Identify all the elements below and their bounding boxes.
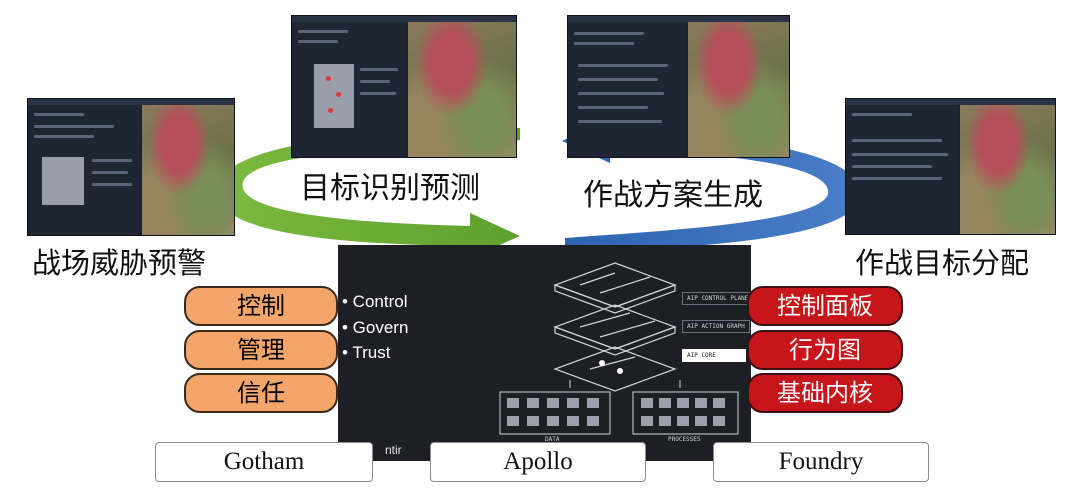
bullet-control: • Control (342, 292, 408, 311)
caption-target-recognition: 目标识别预测 (300, 171, 480, 206)
aip-stack-diagram (553, 262, 677, 392)
pill-manage: 管理 (184, 330, 338, 370)
caption-plan-generation: 作战方案生成 (583, 178, 763, 213)
label-data: DATA (545, 436, 560, 443)
label-action-graph: AIP ACTION GRAPH (682, 320, 750, 333)
label-control-plane: AIP CONTROL PLANE (682, 292, 754, 305)
label-processes: PROCESSES (668, 436, 701, 443)
screenshot-plan-generation (567, 15, 790, 158)
pill-control: 控制 (184, 286, 338, 326)
screenshot-target-assignment (845, 98, 1056, 235)
product-foundry: Foundry (713, 442, 929, 482)
pill-action-graph: 行为图 (747, 330, 903, 370)
logo-fragment: ntir (385, 443, 402, 457)
caption-threat-warning: 战场威胁预警 (32, 246, 207, 280)
bullet-govern: • Govern (342, 318, 409, 337)
screenshot-threat-warning (27, 98, 235, 236)
product-apollo: Apollo (430, 442, 646, 482)
label-core: AIP CORE (682, 349, 746, 362)
green-arrow (217, 128, 520, 258)
caption-target-assignment: 作战目标分配 (855, 246, 1030, 280)
pill-trust: 信任 (184, 373, 338, 413)
pill-core: 基础内核 (747, 373, 903, 413)
product-gotham: Gotham (155, 442, 373, 482)
data-processes-grids (499, 380, 739, 435)
pill-control-panel: 控制面板 (747, 286, 903, 326)
screenshot-target-recognition (291, 15, 517, 158)
bullet-trust: • Trust (342, 343, 391, 362)
